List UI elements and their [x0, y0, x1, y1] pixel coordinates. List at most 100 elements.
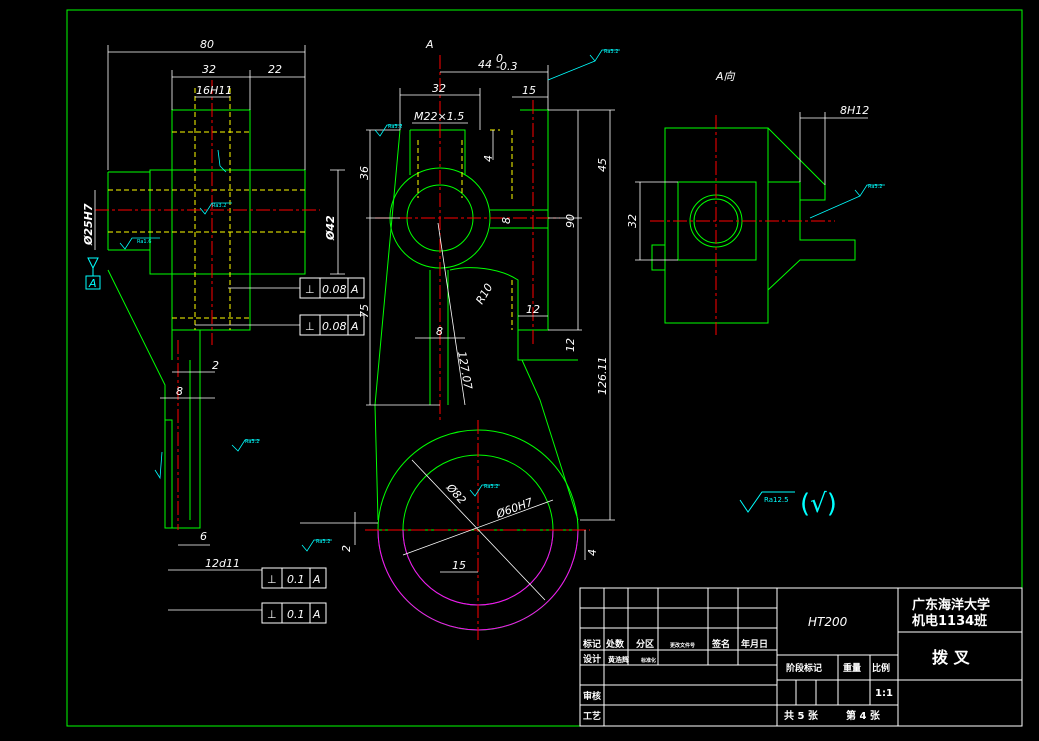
ratio-label: 比例	[872, 662, 890, 674]
dim-36: 36	[358, 166, 371, 180]
left-view-dim-lines	[94, 45, 345, 611]
weight-label: 重量	[843, 662, 861, 674]
roughness-general-symbol	[739, 491, 795, 513]
scale-value: 1:1	[875, 688, 893, 699]
a-view-centerlines	[650, 115, 835, 335]
main-view-dim-lines	[300, 65, 615, 601]
dim-8-web: 8	[436, 325, 443, 338]
process-label: 工艺	[583, 710, 601, 722]
a-view	[651, 127, 856, 324]
svg-text:0.08: 0.08	[322, 283, 347, 296]
dim-25h7: Ø25H7	[82, 203, 95, 246]
dim-44: 44	[478, 58, 492, 71]
header-mark: 标记	[582, 638, 601, 650]
tolerance-frame-2: ⊥ 0.08 A	[299, 314, 365, 336]
dim-16h11: 16H11	[196, 84, 232, 97]
sheet-count: 共 5 张	[784, 709, 819, 722]
dim-r10: R10	[473, 281, 495, 306]
dim-75: 75	[358, 304, 371, 318]
dim-80: 80	[200, 38, 214, 51]
left-view-centerlines	[95, 80, 320, 530]
roughness-label-6: Ra3.2	[484, 484, 498, 490]
roughness-label-5: Ra3.2	[604, 49, 618, 55]
stage-label: 阶段标记	[786, 662, 822, 674]
dim-22: 22	[268, 63, 282, 76]
svg-text:⊥: ⊥	[267, 573, 277, 586]
title-block	[579, 587, 1023, 727]
roughness-label-8: Ra3.2	[868, 184, 882, 190]
svg-text:A: A	[350, 283, 359, 296]
drawing-frame	[66, 9, 1023, 727]
dim-m22: M22×1.5	[414, 110, 464, 123]
roughness-label-4: Ra3.2	[388, 124, 402, 130]
a-view-dim-lines	[635, 112, 868, 261]
roughness-symbols-main	[301, 49, 620, 552]
roughness-label-1: Ra1.6	[137, 239, 151, 245]
dim-32-mid: 32	[432, 82, 446, 95]
dim-82: Ø82	[443, 481, 468, 507]
dim-60h7: Ø60H7	[494, 496, 535, 522]
dim-45: 45	[596, 158, 609, 172]
dim-15-bottom: 15	[452, 559, 466, 572]
dim-15-top: 15	[522, 84, 536, 97]
datum-a-triangle	[87, 257, 99, 276]
header-date: 年月日	[741, 638, 768, 650]
designer-name: 黄浩辉	[608, 655, 629, 664]
std-label: 标准化	[640, 657, 656, 664]
main-view	[374, 109, 579, 631]
dim-8h12: 8H12	[840, 104, 869, 117]
dim-2-left: 2	[212, 359, 219, 372]
roughness-general-label: Ra12.5	[764, 496, 789, 504]
dim-12d11: 12d11	[205, 557, 240, 570]
dim-32-left: 32	[202, 63, 216, 76]
tolerance-frame-1: ⊥ 0.08 A	[299, 277, 365, 299]
dim-90: 90	[564, 214, 577, 228]
tolerance-frame-4: ⊥ 0.1 A	[261, 602, 327, 624]
class-name: 机电1134班	[912, 613, 987, 629]
dim-8-mid: 8	[500, 217, 513, 224]
a-view-label: A向	[715, 70, 736, 83]
roughness-symbols-left	[119, 149, 260, 480]
dim-32-right: 32	[626, 214, 639, 228]
header-zone: 分区	[636, 638, 654, 650]
dim-44-tol-lower: -0.3	[496, 60, 517, 73]
dim-12-b: 12	[564, 338, 577, 352]
datum-a-label: A	[88, 277, 97, 290]
design-label: 设计	[583, 653, 601, 665]
dim-6: 6	[200, 530, 207, 543]
material-label: HT200	[808, 615, 848, 629]
svg-text:⊥: ⊥	[305, 320, 315, 333]
sheet-number: 第 4 张	[846, 709, 881, 722]
part-name: 拨 叉	[932, 648, 971, 667]
roughness-general-note: (√)	[800, 489, 837, 519]
dim-4-top: 4	[482, 155, 495, 162]
dim-126: 126.11	[596, 357, 609, 396]
header-sign: 签名	[711, 638, 730, 650]
svg-text:A: A	[350, 320, 359, 333]
svg-text:0.08: 0.08	[322, 320, 347, 333]
school-name: 广东海洋大学	[912, 597, 990, 613]
svg-text:A: A	[312, 608, 321, 621]
svg-text:A: A	[312, 573, 321, 586]
dim-42: Ø42	[324, 215, 337, 241]
dim-12-a: 12	[526, 303, 540, 316]
svg-text:0.1: 0.1	[287, 573, 305, 586]
svg-text:⊥: ⊥	[267, 608, 277, 621]
roughness-label-7: Ra3.2	[316, 539, 330, 545]
header-change-doc: 更改文件号	[670, 642, 695, 649]
main-view-hidden	[417, 129, 513, 330]
tolerance-frame-3: ⊥ 0.1 A	[261, 567, 327, 589]
check-label: 审核	[583, 690, 601, 702]
roughness-symbol-a	[809, 184, 885, 219]
dim-2-bottom: 2	[340, 545, 353, 552]
dim-8-left: 8	[176, 385, 183, 398]
dim-44-tol-upper: 0	[496, 52, 503, 65]
svg-text:⊥: ⊥	[305, 283, 315, 296]
roughness-label-3: Ra3.2	[245, 439, 259, 445]
left-view	[107, 109, 306, 529]
svg-text:0.1: 0.1	[287, 608, 305, 621]
a-arrow-label: A	[425, 38, 434, 51]
roughness-label-2: Ra3.2	[212, 203, 226, 209]
dim-4-bottom: 4	[586, 549, 599, 556]
